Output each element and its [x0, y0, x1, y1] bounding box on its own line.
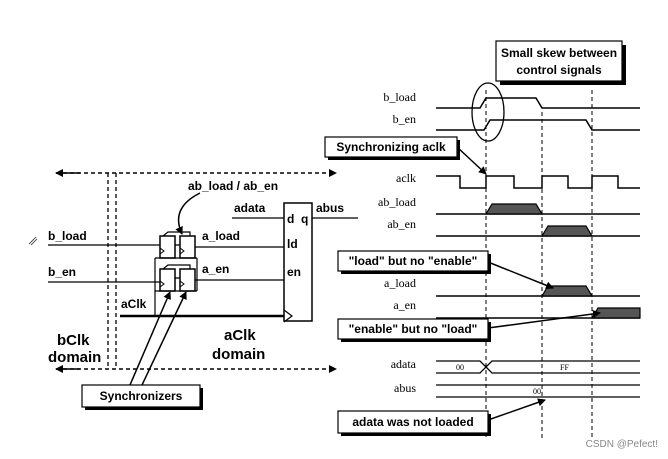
sig-b-load: b_load — [383, 90, 416, 104]
skew-callout-line1: Small skew between — [501, 46, 617, 60]
sig-adata: adata — [391, 357, 417, 371]
watermark: CSDN @Pefect! — [586, 439, 658, 450]
sig-aclk: aclk — [396, 171, 416, 185]
a-en-label: a_en — [202, 262, 229, 276]
bclk-domain-2: domain — [48, 349, 101, 366]
a-load-label: a_load — [202, 229, 240, 243]
aclk-domain-2: domain — [212, 346, 265, 363]
reg-q-label: q — [301, 212, 308, 226]
skew-callout — [495, 40, 623, 82]
not-loaded-text: adata was not loaded — [352, 415, 473, 429]
sig-ab-load: ab_load — [378, 195, 416, 209]
skew-callout-line2: control signals — [516, 63, 602, 77]
circuit-section: ab_load / ab_en adata abus d q ld en b_l… — [28, 169, 358, 373]
sig-a-load: a_load — [384, 276, 416, 290]
wave-a-load-pulse — [540, 285, 594, 297]
b-load-label: b_load — [48, 229, 87, 243]
reg-en-label: en — [287, 265, 301, 279]
load-no-enable-callout — [337, 250, 489, 272]
callouts: Small skew between control signals Synch… — [81, 40, 626, 436]
enable-no-load-callout — [337, 318, 489, 340]
sig-ab-en: ab_en — [387, 217, 416, 231]
wave-ab-en-pulse — [540, 225, 594, 237]
wave-ab-load-pulse — [484, 203, 544, 215]
sig-abus: abus — [394, 381, 416, 395]
sig-b-en: b_en — [393, 112, 416, 126]
reg-ld-label: ld — [287, 237, 298, 251]
pencil-icon — [28, 236, 38, 246]
ab-label-arrow — [175, 192, 201, 235]
bclk-domain-1: bClk — [57, 332, 90, 349]
signal-labels: b_load b_en aclk ab_load ab_en a_load a_… — [378, 90, 417, 395]
synchronizers-callout — [81, 384, 201, 408]
wave-aclk — [436, 175, 640, 189]
data-register — [283, 202, 313, 322]
enable-no-load-text: "enable" but no "load" — [349, 322, 478, 336]
wave-adata: 00 FF — [436, 360, 640, 374]
adata-value-2: FF — [560, 363, 569, 372]
load-no-enable-text: "load" but no "enable" — [349, 254, 478, 268]
adata-label: adata — [234, 201, 266, 215]
sync-aclk-text: Synchronizing aclk — [336, 140, 446, 154]
aclk-domain-1: aClk — [224, 327, 256, 344]
synchronizer-flops — [159, 231, 196, 292]
abus-value: 00 — [533, 387, 541, 396]
waveform-section: b_load b_en aclk ab_load ab_en a_load a_… — [378, 82, 641, 438]
skew-ellipse — [471, 82, 505, 142]
wave-abus: 00 — [436, 384, 640, 398]
wave-b-en — [436, 119, 640, 131]
ab-label: ab_load / ab_en — [188, 179, 278, 193]
reg-d-label: d — [287, 212, 294, 226]
aclk-label: aClk — [121, 297, 147, 311]
wave-b-load — [436, 97, 640, 109]
timing-markers — [485, 90, 593, 438]
sig-a-en: a_en — [393, 298, 416, 312]
abus-label: abus — [316, 201, 344, 215]
adata-value-1: 00 — [456, 363, 464, 372]
b-en-label: b_en — [48, 265, 76, 279]
synchronizers-text: Synchronizers — [100, 389, 183, 403]
not-loaded-callout — [337, 410, 489, 434]
